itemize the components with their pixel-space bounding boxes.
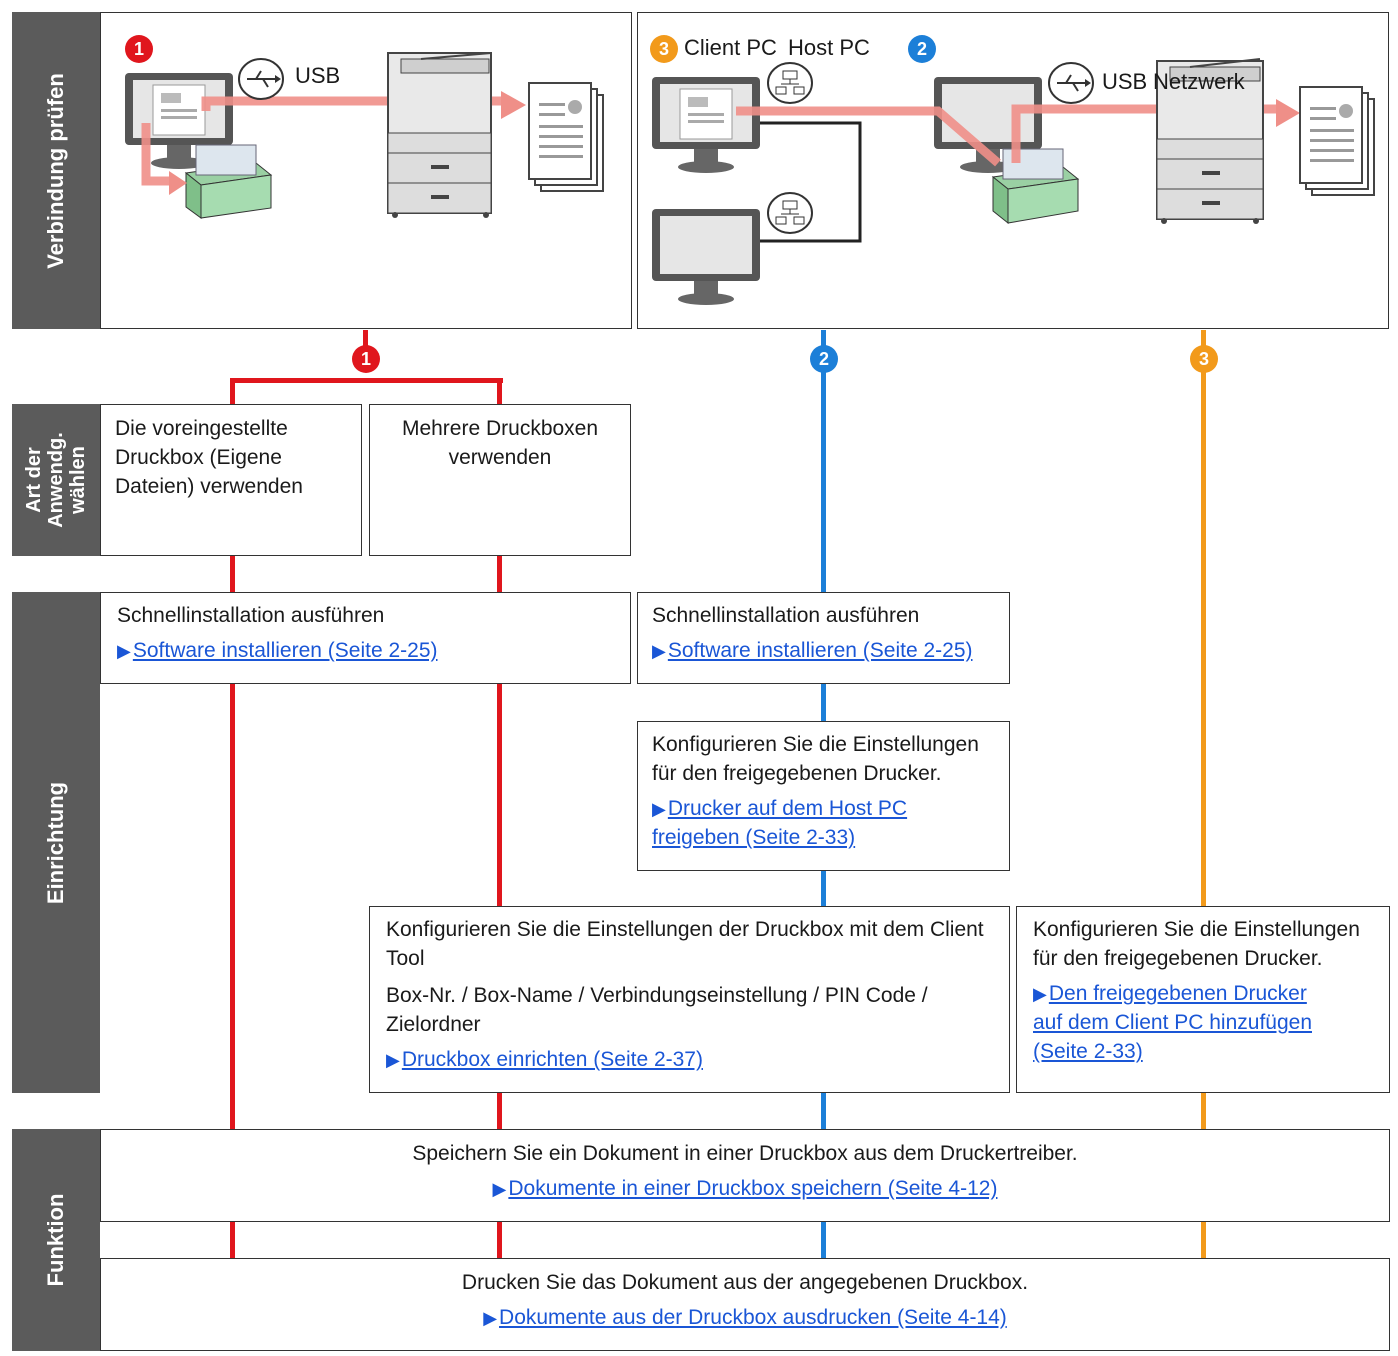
print-box-setup-link[interactable]: Druckbox einrichten (Seite 2-37) (401, 1048, 703, 1071)
printer-icon (387, 52, 492, 218)
client-tool-items: Box-Nr. / Box-Name / Verbindungseinstell… (386, 984, 928, 1036)
client-tool-title: Konfigurieren Sie die Einstellungen der … (386, 918, 984, 970)
usb-label: USB (1102, 69, 1148, 94)
band-function: Funktion (12, 1129, 100, 1351)
link-arrow-icon: ▶ (1033, 984, 1047, 1004)
quick-install-right-title: Schnellinstallation ausführen (652, 604, 920, 627)
usb-label: USB (295, 63, 341, 88)
usb-icon (238, 58, 284, 100)
route-line-red-left (230, 378, 235, 1258)
usage-multiple-text: Mehrere Druckboxen verwenden (401, 417, 599, 469)
usage-multiple-boxes: Mehrere Druckboxen verwenden (369, 404, 631, 556)
network-icon (767, 62, 813, 104)
host-print-box-icon (991, 148, 1080, 225)
shared-printer-client-title: Konfigurieren Sie die Einstellungen für … (1033, 918, 1360, 970)
shared-printer-host-title: Konfigurieren Sie die Einstellungen für … (652, 733, 979, 785)
network-icon-2 (767, 192, 813, 234)
band-connection-label: Verbindung prüfen (43, 72, 68, 269)
usage-default-box: Die voreingestellte Druckbox (Eigene Dat… (100, 404, 362, 556)
link-arrow-icon: ▶ (652, 799, 666, 819)
usb-icon (1048, 62, 1094, 104)
host-pc-label: Host PC (788, 35, 870, 60)
route-badge-3-client: 3 (650, 35, 678, 63)
route-badge-orange: 3 (1190, 345, 1218, 373)
shared-printer-host-box: Konfigurieren Sie die Einstellungen für … (637, 721, 1010, 871)
quick-install-left: Schnellinstallation ausführen ▶Software … (100, 592, 631, 684)
paper-stack-icon (528, 82, 604, 192)
link-arrow-icon: ▶ (117, 641, 131, 661)
network-label: Netzwerk (1153, 69, 1245, 94)
route-badge-1: 1 (125, 35, 153, 63)
software-install-link-left[interactable]: Software installieren (Seite 2-25) (132, 639, 438, 662)
paper-stack-icon (1299, 86, 1375, 196)
print-document-link[interactable]: Dokumente aus der Druckbox ausdrucken (S… (499, 1306, 1007, 1329)
quick-install-right: Schnellinstallation ausführen ▶Software … (637, 592, 1010, 684)
quick-install-left-title: Schnellinstallation ausführen (117, 604, 385, 627)
store-document-link[interactable]: Dokumente in einer Druckbox speichern (S… (508, 1177, 998, 1200)
client-pc-label: Client PC (684, 35, 777, 60)
link-arrow-icon: ▶ (483, 1308, 498, 1328)
route-line-red-right (497, 378, 502, 1258)
band-usage-label: Art der Anwendg. wählen (23, 432, 89, 528)
route-line-red-split (230, 378, 503, 383)
network-connection-illustration (652, 58, 1375, 305)
route-badge-blue: 2 (810, 345, 838, 373)
shared-printer-client-box: Konfigurieren Sie die Einstellungen für … (1016, 906, 1390, 1093)
print-document-title: Drucken Sie das Dokument aus der angegeb… (461, 1271, 1029, 1294)
band-function-label: Funktion (43, 1193, 68, 1287)
band-setup-label: Einrichtung (43, 781, 68, 904)
link-arrow-icon: ▶ (492, 1179, 507, 1199)
band-connection: Verbindung prüfen (12, 12, 100, 329)
route-badge-red: 1 (352, 345, 380, 373)
shared-printer-host-link[interactable]: ▶Drucker auf dem Host PC freigeben (Seit… (652, 797, 908, 849)
route-badge-2-host: 2 (908, 35, 936, 63)
print-document-box: Drucken Sie das Dokument aus der angegeb… (100, 1258, 1390, 1351)
client-tool-box: Konfigurieren Sie die Einstellungen der … (369, 906, 1010, 1093)
route-line-orange (1201, 330, 1206, 1258)
shared-printer-client-link[interactable]: ▶Den freigegebenen Drucker auf dem Clien… (1033, 982, 1312, 1063)
client-pc-icon (652, 77, 760, 173)
store-document-box: Speichern Sie ein Dokument in einer Druc… (100, 1129, 1390, 1222)
link-arrow-icon: ▶ (386, 1050, 400, 1070)
band-usage: Art der Anwendg. wählen (12, 404, 100, 556)
store-document-title: Speichern Sie ein Dokument in einer Druc… (412, 1142, 1078, 1165)
print-box-icon (184, 144, 273, 219)
usb-connection-illustration (125, 52, 604, 219)
link-arrow-icon: ▶ (652, 641, 666, 661)
panel-network-connection: 3 Client PC Host PC 2 USB Netzwerk (637, 12, 1389, 329)
printer-icon (1156, 58, 1264, 224)
panel-usb-connection: 1 USB (100, 12, 632, 329)
usage-default-text: Die voreingestellte Druckbox (Eigene Dat… (115, 417, 303, 498)
software-install-link-right[interactable]: Software installieren (Seite 2-25) (667, 639, 973, 662)
second-client-pc-icon (652, 209, 760, 305)
band-setup: Einrichtung (12, 592, 100, 1093)
